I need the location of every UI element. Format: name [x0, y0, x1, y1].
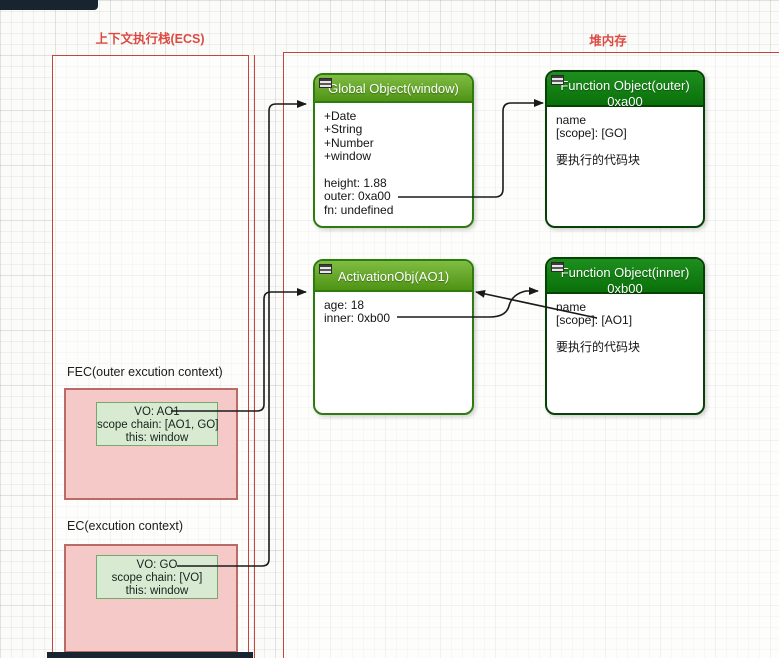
fec-label: FEC(outer excution context) [67, 365, 223, 379]
object-icon [551, 75, 564, 85]
function-inner-header: Function Object(inner) 0xb00 [547, 259, 703, 296]
function-inner-node: Function Object(inner) 0xb00 name [scope… [545, 257, 705, 415]
property-line: fn: undefined [324, 202, 394, 217]
property-line: outer: 0xa00 [324, 189, 391, 204]
node-address: 0xb00 [607, 280, 643, 296]
global-object-node: Global Object(window) +Date +String +Num… [313, 73, 474, 228]
property-line: height: 1.88 [324, 176, 387, 191]
function-outer-node: Function Object(outer) 0xa00 name [scope… [545, 70, 705, 228]
node-title: Global Object(window) [328, 81, 459, 96]
this-line: this: window [125, 432, 189, 444]
this-line: this: window [125, 585, 189, 597]
scope-chain-line: scope chain: [VO] [111, 572, 203, 584]
function-outer-header: Function Object(outer) 0xa00 [547, 72, 703, 109]
stack-section-title: 上下文执行栈(ECS) [95, 32, 205, 46]
vo-line: VO: AO1 [134, 406, 180, 418]
global-object-header: Global Object(window) [315, 75, 472, 103]
ec-label: EC(excution context) [67, 519, 184, 533]
object-icon [319, 78, 332, 88]
object-icon [319, 264, 332, 274]
scope-chain-line: scope chain: [AO1, GO] [97, 419, 219, 431]
spacer-line [324, 164, 463, 177]
property-line: 要执行的代码块 [556, 340, 641, 355]
property-line: inner: 0xb00 [324, 311, 391, 326]
top-left-overlay-bar [0, 0, 98, 10]
object-icon [551, 262, 564, 272]
node-title: ActivationObj(AO1) [337, 269, 450, 284]
global-object-body: +Date +String +Number +window height: 1.… [315, 103, 472, 217]
function-inner-body: name [scope]: [AO1] 要执行的代码块 [547, 294, 703, 355]
heap-section-title: 堆内存 [589, 34, 627, 48]
bottom-overlay-bar [47, 652, 253, 658]
property-line: [scope]: [GO] [556, 126, 627, 141]
stack-container-divider-line [254, 55, 255, 658]
function-outer-body: name [scope]: [GO] 要执行的代码块 [547, 107, 703, 168]
activation-obj-body: age: 18 inner: 0xb00 [315, 292, 472, 326]
property-line: [scope]: [AO1] [556, 313, 633, 328]
activation-obj-header: ActivationObj(AO1) [315, 261, 472, 292]
fec-vo-box: VO: AO1 scope chain: [AO1, GO] this: win… [96, 402, 218, 446]
node-title: Function Object(inner) [560, 265, 690, 280]
property-line: age: 18 [324, 298, 365, 312]
node-address: 0xa00 [607, 93, 643, 109]
property-line: 要执行的代码块 [556, 153, 641, 168]
property-line: +String [324, 122, 363, 137]
property-line: +Date [324, 109, 357, 123]
property-line: +Number [324, 135, 374, 150]
property-line: +window [324, 149, 372, 164]
property-line: name [556, 113, 587, 127]
property-line: name [556, 300, 587, 314]
ec-vo-box: VO: GO scope chain: [VO] this: window [96, 555, 218, 599]
activation-obj-node: ActivationObj(AO1) age: 18 inner: 0xb00 [313, 259, 474, 415]
vo-line: VO: GO [136, 559, 178, 571]
node-title: Function Object(outer) [560, 78, 690, 93]
